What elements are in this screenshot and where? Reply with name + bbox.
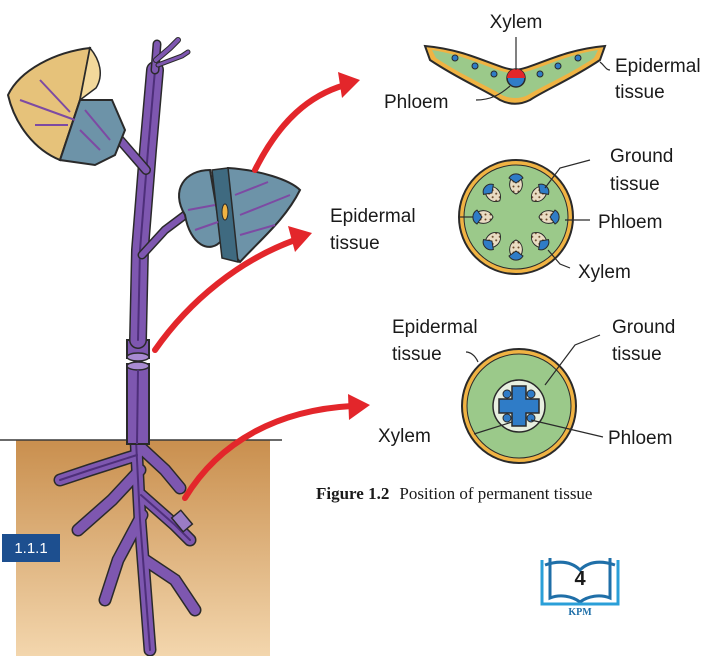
root-epidermal-label-line1: Epidermal bbox=[392, 317, 478, 338]
stem-upper bbox=[100, 40, 188, 340]
leaf-phloem-label: Phloem bbox=[384, 92, 448, 113]
stem-phloem-label: Phloem bbox=[598, 212, 662, 233]
stem-cross-section bbox=[459, 160, 590, 274]
leaf-xylem-label: Xylem bbox=[490, 12, 543, 33]
root-ground-label-line1: Ground bbox=[612, 317, 675, 338]
stem-epidermal-label-line1: Epidermal bbox=[330, 206, 416, 227]
root-cross-section bbox=[462, 335, 603, 463]
leaf-epidermal-label-line1: Epidermal bbox=[615, 56, 701, 77]
section-badge: 1.1.1 bbox=[2, 534, 60, 562]
upper-left-leaf bbox=[8, 48, 125, 165]
page-number: 4 bbox=[574, 568, 586, 590]
root-phloem-label: Phloem bbox=[608, 428, 672, 449]
figure-caption-text: Position of permanent tissue bbox=[399, 484, 592, 503]
kpm-logo: 4 KPM bbox=[542, 558, 618, 618]
stem-ground-label-line1: Ground bbox=[610, 146, 673, 167]
stem-xylem-label: Xylem bbox=[578, 262, 631, 283]
figure-caption: Figure 1.2 Position of permanent tissue bbox=[316, 484, 592, 503]
stem-lower bbox=[127, 362, 149, 444]
root-xylem-label: Xylem bbox=[378, 426, 431, 447]
root-ground-label-line2: tissue bbox=[612, 344, 662, 365]
leaf-cross-section bbox=[425, 37, 610, 104]
root-epidermal-label-line2: tissue bbox=[392, 344, 442, 365]
section-badge-text: 1.1.1 bbox=[14, 540, 47, 557]
leaf-epidermal-label-line2: tissue bbox=[615, 82, 665, 103]
kpm-logo-text: KPM bbox=[568, 607, 592, 618]
stem-epidermal-label-line2: tissue bbox=[330, 233, 380, 254]
stem-ground-label-line2: tissue bbox=[610, 174, 660, 195]
figure-caption-label: Figure 1.2 bbox=[316, 484, 389, 503]
arrow-to-leaf-section bbox=[255, 72, 360, 170]
